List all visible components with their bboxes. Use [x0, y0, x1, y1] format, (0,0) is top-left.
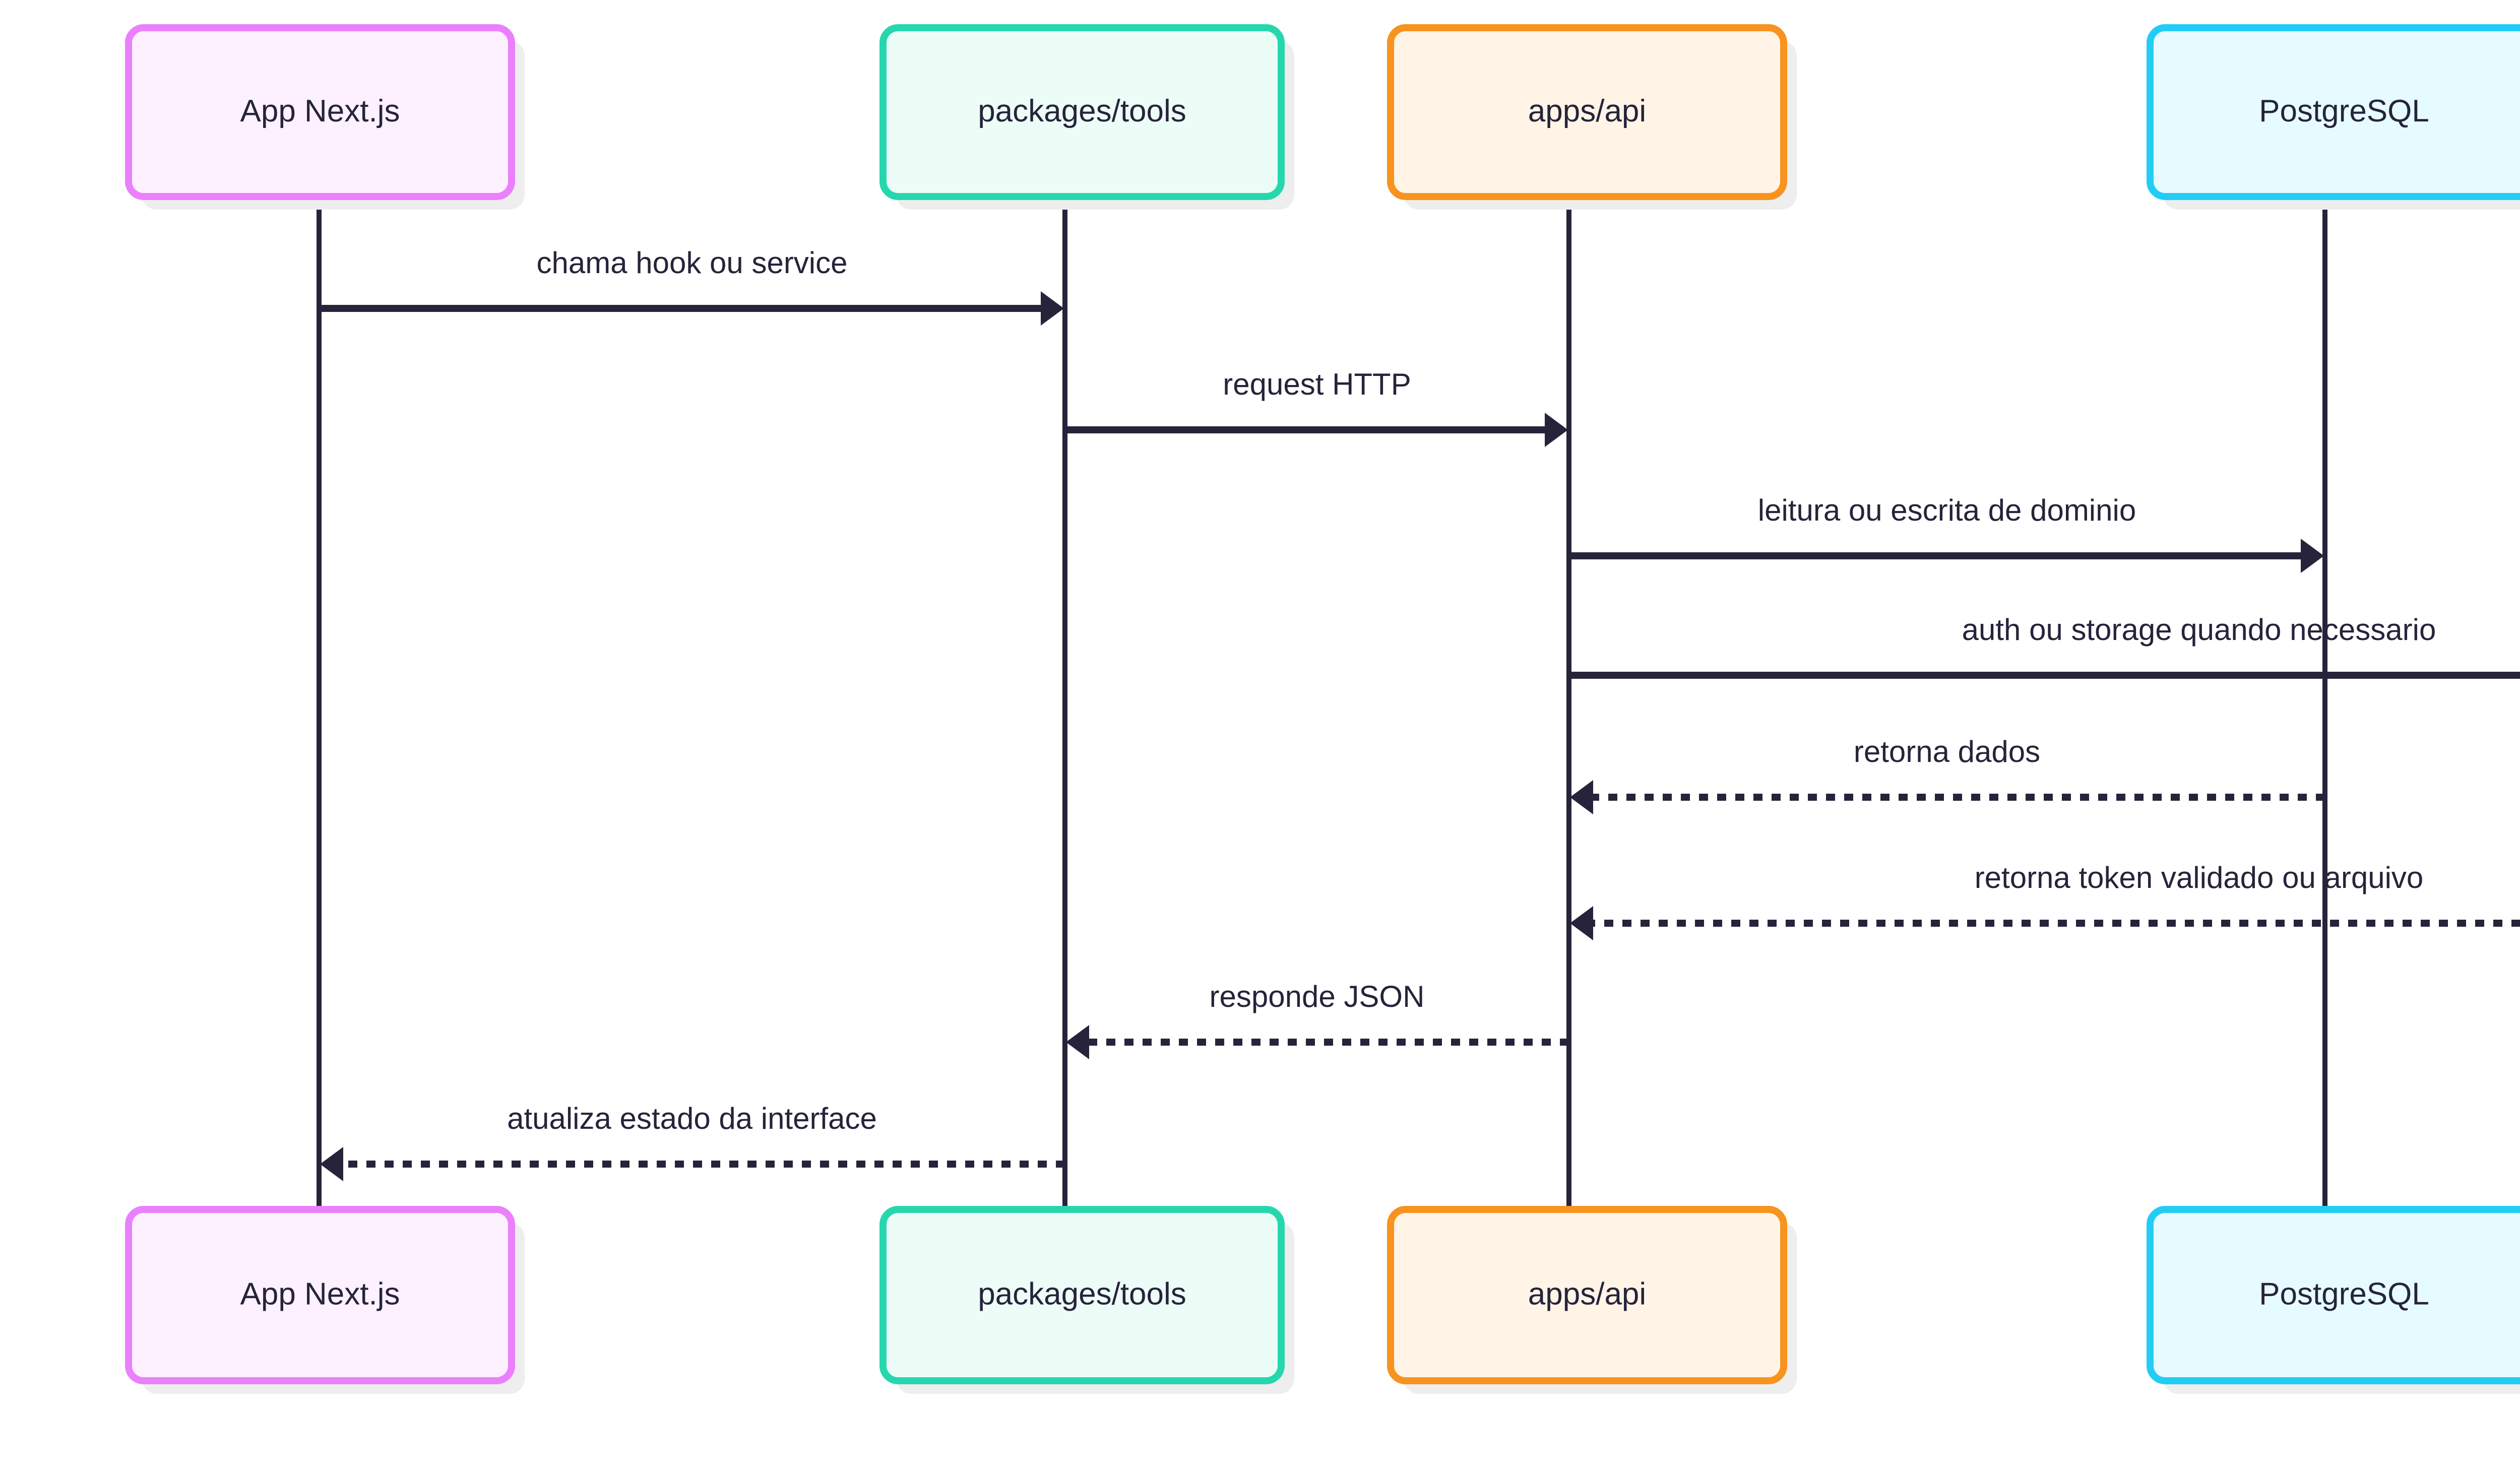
actor-box-top-apps-api[interactable]: apps/api — [1387, 24, 1797, 210]
actor-box-top-app-next-js[interactable]: App Next.js — [125, 24, 525, 210]
message-6[interactable]: retorna token validado ou arquivo — [1570, 861, 2520, 940]
actors-bottom-layer: App Next.js packages/tools apps/api Postgre… — [125, 1206, 2520, 1394]
actor-box-top-postgresql[interactable]: PostgreSQL — [2147, 24, 2520, 210]
actor-box-rect[interactable] — [1387, 24, 1787, 200]
message-arrowhead — [320, 1147, 343, 1181]
message-label: atualiza estado da interface — [507, 1102, 877, 1135]
actor-box-rect[interactable] — [2147, 24, 2520, 200]
actor-box-rect[interactable] — [2147, 1206, 2520, 1384]
message-arrowhead — [1570, 780, 1593, 814]
actor-box-rect[interactable] — [879, 1206, 1285, 1384]
actor-label: apps/api — [1528, 94, 1646, 129]
actor-label: PostgreSQL — [2259, 94, 2429, 129]
actor-box-rect[interactable] — [125, 24, 515, 200]
actor-box-bottom-apps-api[interactable]: apps/api — [1387, 1206, 1797, 1394]
actor-label: packages/tools — [978, 94, 1186, 129]
message-7[interactable]: responde JSON — [1066, 980, 1569, 1059]
message-label: responde JSON — [1210, 980, 1425, 1013]
message-arrowhead — [1570, 906, 1593, 940]
actor-label: App Next.js — [240, 1276, 400, 1311]
actor-box-top-packages-tools[interactable]: packages/tools — [879, 24, 1294, 210]
message-arrowhead — [1545, 413, 1568, 447]
actor-label: apps/api — [1528, 1276, 1646, 1311]
messages-layer: chama hook ou service request HTTP leitura… — [319, 246, 2520, 1181]
actor-box-bottom-packages-tools[interactable]: packages/tools — [879, 1206, 1294, 1394]
actor-box-bottom-app-next-js[interactable]: App Next.js — [125, 1206, 525, 1394]
message-arrowhead — [1066, 1025, 1089, 1059]
message-8[interactable]: atualiza estado da interface — [320, 1102, 1065, 1181]
actor-box-rect[interactable] — [879, 24, 1285, 200]
message-5[interactable]: retorna dados — [1570, 735, 2325, 814]
actor-box-rect[interactable] — [1387, 1206, 1787, 1384]
message-label: chama hook ou service — [537, 246, 848, 280]
actors-top-layer: App Next.js packages/tools apps/api Postgre… — [125, 24, 2520, 210]
message-2[interactable]: request HTTP — [1065, 367, 1568, 447]
lifelines-layer — [317, 197, 2327, 1209]
message-3[interactable]: leitura ou escrita de dominio — [1569, 493, 2324, 573]
message-label: leitura ou escrita de dominio — [1758, 493, 2136, 527]
message-label: request HTTP — [1223, 367, 1411, 401]
message-1[interactable]: chama hook ou service — [319, 246, 1064, 326]
actor-label: App Next.js — [240, 94, 400, 129]
message-label: retorna token validado ou arquivo — [1975, 861, 2424, 894]
actor-label: packages/tools — [978, 1276, 1186, 1311]
actor-label: PostgreSQL — [2259, 1276, 2429, 1311]
message-4[interactable]: auth ou storage quando necessario — [1569, 613, 2520, 692]
message-arrowhead — [1041, 291, 1064, 326]
actor-box-rect[interactable] — [125, 1206, 515, 1384]
message-label: retorna dados — [1854, 735, 2040, 768]
actor-box-bottom-postgresql[interactable]: PostgreSQL — [2147, 1206, 2520, 1394]
message-label: auth ou storage quando necessario — [1962, 613, 2436, 647]
message-arrowhead — [2301, 539, 2324, 573]
